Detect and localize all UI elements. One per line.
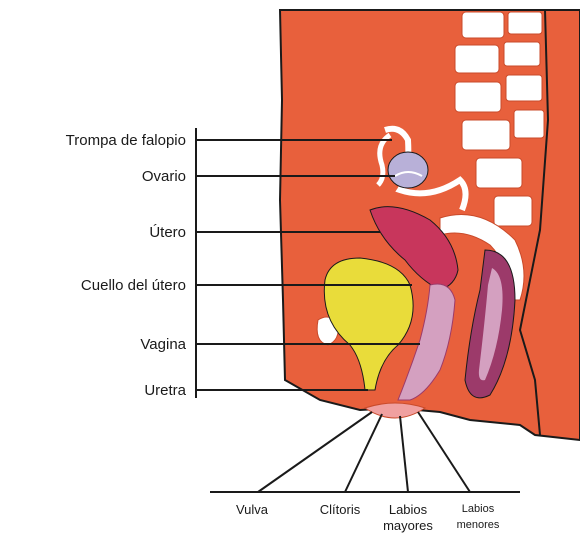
label-labios-menores-line2: menores [457, 519, 500, 531]
label-clitoris: Clítoris [320, 502, 361, 517]
label-uretra: Uretra [144, 382, 186, 399]
vulva-shape [365, 403, 425, 418]
bottom-leaders [258, 412, 470, 492]
label-vulva: Vulva [236, 502, 269, 517]
label-labios-mayores-line2: mayores [383, 518, 433, 533]
label-trompa: Trompa de falopio [66, 132, 186, 149]
label-labios-mayores-line1: Labios [389, 502, 428, 517]
label-ovario: Ovario [142, 168, 186, 185]
label-vagina: Vagina [140, 336, 186, 353]
label-utero: Útero [149, 224, 186, 241]
ovary [388, 152, 428, 188]
label-cuello-utero: Cuello del útero [81, 277, 186, 294]
label-labios-menores-line1: Labios [462, 503, 495, 515]
